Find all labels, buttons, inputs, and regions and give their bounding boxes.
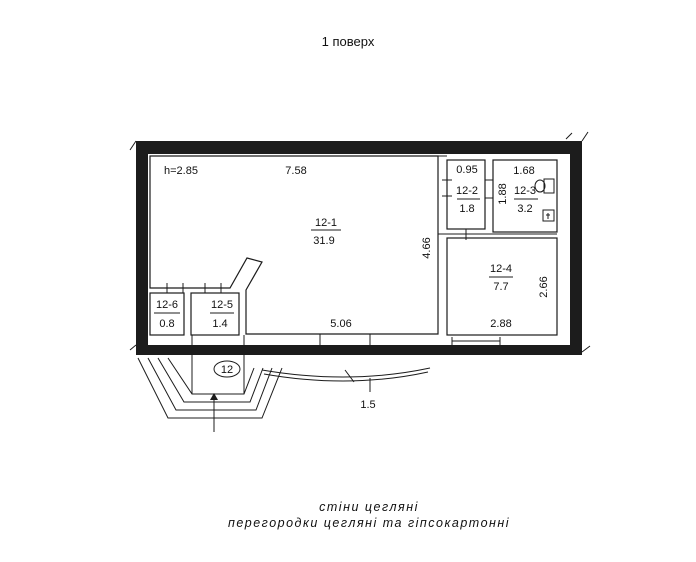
room-12-6-id: 12-6 bbox=[156, 299, 178, 311]
dim-main-width-bottom: 5.06 bbox=[330, 318, 351, 330]
room-12-1-area: 31.9 bbox=[313, 235, 334, 247]
dim-porch-depth: 1.5 bbox=[360, 399, 375, 411]
sink-icon bbox=[542, 209, 555, 222]
legend: стіни цегляні перегородки цегляні та гіп… bbox=[228, 500, 510, 530]
toilet-icon bbox=[534, 178, 555, 194]
room-12-5 bbox=[190, 292, 240, 336]
dim-main-width-top: 7.58 bbox=[285, 165, 306, 177]
dim-room3-width: 1.68 bbox=[513, 165, 534, 177]
ceiling-height-label: h=2.85 bbox=[164, 165, 198, 177]
floor-title: 1 поверх bbox=[322, 34, 375, 49]
room-12-5-area: 1.4 bbox=[212, 318, 227, 330]
room-12-4-area: 7.7 bbox=[493, 281, 508, 293]
dim-room4-width: 2.88 bbox=[490, 318, 511, 330]
partitions bbox=[166, 155, 557, 355]
dim-room2-depth: 1.88 bbox=[497, 183, 509, 204]
room-12-3-area: 3.2 bbox=[517, 203, 532, 215]
outer-walls bbox=[129, 131, 591, 355]
room-12-4 bbox=[446, 237, 558, 336]
room-12-2-area: 1.8 bbox=[459, 203, 474, 215]
rooms bbox=[149, 155, 558, 336]
room-12-6-area: 0.8 bbox=[159, 318, 174, 330]
dim-room4-depth: 2.66 bbox=[538, 276, 550, 297]
room-12-4-id: 12-4 bbox=[490, 263, 512, 275]
entrance-number: 12 bbox=[221, 364, 233, 376]
entrance-porch bbox=[137, 335, 283, 432]
room-12-3-id: 12-3 bbox=[514, 185, 536, 197]
room-12-1-id: 12-1 bbox=[315, 217, 337, 229]
dim-main-depth: 4.66 bbox=[421, 237, 433, 258]
dimension-labels: 7.58 5.06 4.66 0.95 1.88 1.68 2.66 2.88 … bbox=[285, 164, 550, 411]
room-12-5-id: 12-5 bbox=[211, 299, 233, 311]
room-12-2 bbox=[446, 159, 486, 230]
dim-room2-width: 0.95 bbox=[456, 164, 477, 176]
room-12-1 bbox=[149, 155, 439, 335]
entrance-number-badge bbox=[213, 360, 241, 378]
legend-walls: стіни цегляні bbox=[319, 500, 419, 514]
front-porch bbox=[261, 367, 431, 392]
room-12-2-id: 12-2 bbox=[456, 185, 478, 197]
legend-partitions: перегородки цегляні та гіпсокартонні bbox=[228, 516, 510, 530]
room-labels: h=2.85 12-1 31.9 12-2 1.8 12-3 3.2 12-4 … bbox=[154, 165, 538, 330]
room-12-3 bbox=[492, 159, 558, 233]
